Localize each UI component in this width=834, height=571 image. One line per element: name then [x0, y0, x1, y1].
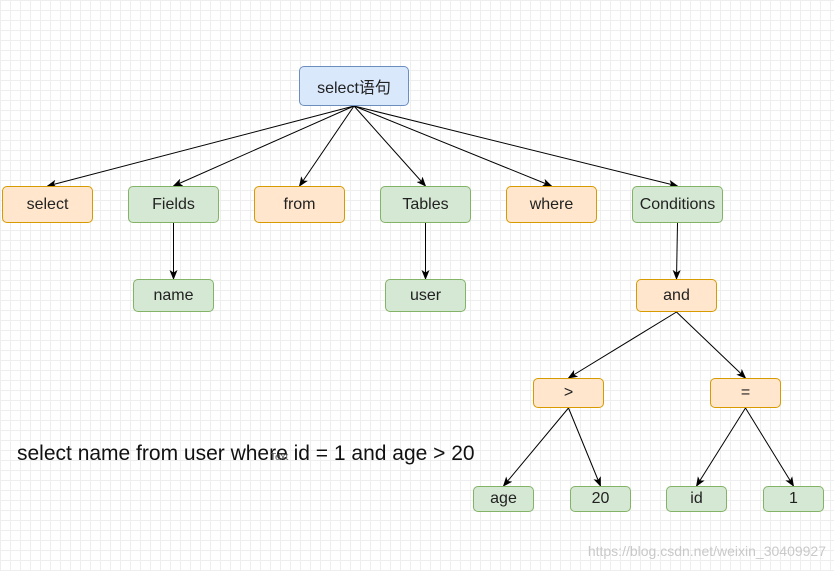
- edge-root-to-tables: [353, 105, 427, 187]
- logic-node-greater-than[interactable]: >: [533, 378, 604, 408]
- logic-node-equals[interactable]: =: [710, 378, 781, 408]
- operand-node-id[interactable]: id: [666, 486, 727, 512]
- edge-root-to-fields: [172, 105, 355, 187]
- edge-root-to-where: [353, 105, 553, 187]
- clause-node-fields[interactable]: Fields: [128, 186, 219, 223]
- logic-node-and[interactable]: and: [636, 279, 717, 312]
- leaf-node-user[interactable]: user: [385, 279, 466, 312]
- text-placeholder-label[interactable]: Text: [270, 452, 289, 463]
- edge-root-to-conditions: [353, 105, 679, 188]
- edge-conditions-to-and: [672, 222, 681, 280]
- edge-root-to-from: [298, 105, 355, 187]
- edge-gt-to-twenty: [568, 407, 601, 487]
- edge-and-to-eq: [676, 311, 747, 379]
- keyword-node-from[interactable]: from: [254, 186, 345, 223]
- edge-root-to-select: [46, 105, 355, 188]
- operand-node-age[interactable]: age: [473, 486, 534, 512]
- keyword-node-where[interactable]: where: [506, 186, 597, 223]
- clause-node-conditions[interactable]: Conditions: [632, 186, 723, 223]
- root-node[interactable]: select语句: [299, 66, 409, 106]
- edge-and-to-gt: [567, 311, 677, 379]
- operand-node-20[interactable]: 20: [570, 486, 631, 512]
- leaf-node-name[interactable]: name: [133, 279, 214, 312]
- edge-gt-to-age: [502, 407, 569, 487]
- keyword-node-select[interactable]: select: [2, 186, 93, 223]
- edge-eq-to-id: [695, 407, 746, 487]
- watermark-url: https://blog.csdn.net/weixin_30409927: [587, 543, 826, 559]
- operand-node-1[interactable]: 1: [763, 486, 824, 512]
- clause-node-tables[interactable]: Tables: [380, 186, 471, 223]
- sql-caption: select name from user where id = 1 and a…: [17, 442, 475, 465]
- edge-eq-to-one: [745, 407, 795, 487]
